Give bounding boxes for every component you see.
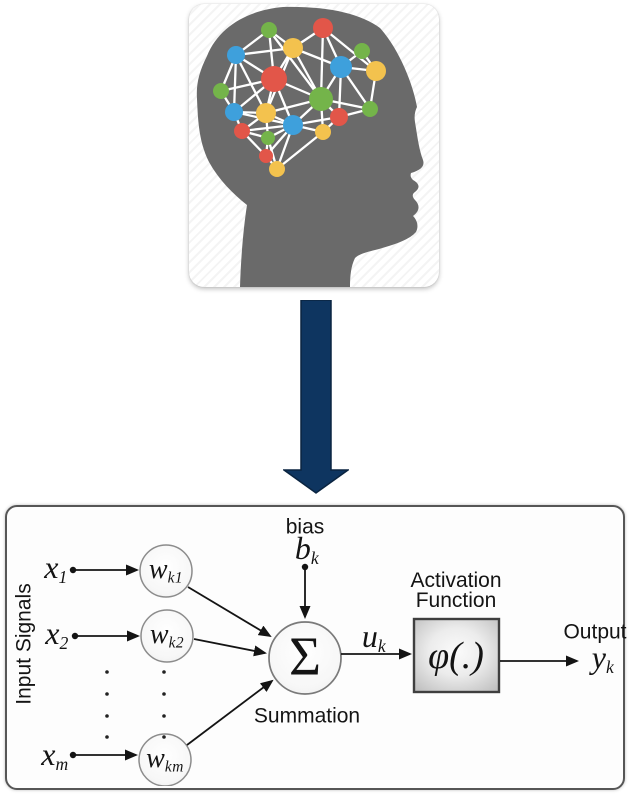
activation-function-box bbox=[412, 617, 501, 694]
weight-ellipsis-dots bbox=[162, 670, 166, 739]
network-node-17 bbox=[315, 124, 331, 140]
network-node-3 bbox=[227, 46, 245, 64]
network-node-1 bbox=[261, 22, 277, 38]
network-node-5 bbox=[354, 43, 370, 59]
network-node-7 bbox=[366, 61, 386, 81]
down-arrow-icon bbox=[283, 300, 349, 494]
signal-symbol-uk: uk bbox=[361, 618, 387, 657]
network-node-16 bbox=[283, 115, 303, 135]
connector-dot-xm bbox=[69, 751, 77, 759]
weight-node-m bbox=[138, 733, 192, 786]
input-ellipsis-dots bbox=[105, 670, 109, 739]
network-edge bbox=[321, 26, 378, 73]
brain-head-graphic bbox=[196, 6, 424, 287]
down-arrow-shape bbox=[283, 300, 349, 494]
input-signals-label: Input Signals bbox=[12, 583, 36, 705]
weight-symbol-1: wk1 bbox=[148, 554, 184, 587]
network-node-14 bbox=[330, 108, 348, 126]
weight2-to-sum-arrow bbox=[193, 638, 267, 657]
network-edge bbox=[232, 53, 238, 114]
network-node-18 bbox=[261, 131, 275, 145]
activation-symbol: φ(.) bbox=[428, 635, 484, 677]
network-edge bbox=[275, 130, 325, 171]
network-node-6 bbox=[330, 56, 352, 78]
network-node-4 bbox=[283, 38, 303, 58]
sum-symbol: Σ bbox=[288, 625, 322, 687]
weight1-to-sum-arrow bbox=[187, 586, 272, 638]
weight-symbol-m: wkm bbox=[146, 743, 184, 776]
network-nodes bbox=[213, 18, 386, 177]
input-symbol-2: x2 bbox=[45, 615, 69, 654]
network-node-20 bbox=[269, 161, 285, 177]
network-node-8 bbox=[261, 66, 287, 92]
weight-symbol-2: wk2 bbox=[149, 619, 185, 652]
input-symbol-1: x1 bbox=[44, 549, 68, 588]
neuron-diagram-graphic bbox=[69, 544, 579, 786]
input-symbol-m: xm bbox=[41, 736, 69, 775]
network-node-15 bbox=[234, 123, 250, 139]
activation-function-label: Activation Function bbox=[410, 569, 502, 612]
head-silhouette bbox=[196, 6, 424, 287]
network-node-9 bbox=[213, 83, 229, 99]
brain-head-icon bbox=[189, 4, 439, 287]
output-symbol: yk bbox=[591, 639, 615, 678]
bias-symbol: bk bbox=[294, 530, 320, 569]
connector-dot-bias bbox=[301, 563, 309, 571]
weight-node-2 bbox=[140, 609, 194, 663]
output-label: Output bbox=[563, 620, 627, 644]
network-node-11 bbox=[225, 103, 243, 121]
weightm-to-sum-arrow bbox=[186, 679, 274, 746]
connector-dot-x2 bbox=[71, 632, 79, 640]
bias-label: bias bbox=[285, 515, 325, 539]
network-node-13 bbox=[362, 101, 378, 117]
network-node-12 bbox=[256, 103, 276, 123]
summation-label: Summation bbox=[253, 704, 361, 728]
weight-node-1 bbox=[139, 544, 193, 598]
network-node-2 bbox=[313, 18, 333, 38]
connector-dot-x1 bbox=[69, 566, 77, 574]
neuron-diagram-panel: Input Signals bias bk x1 x2 xm wk1 wk2 w… bbox=[5, 505, 627, 790]
network-node-10 bbox=[309, 87, 333, 111]
summation-node bbox=[268, 621, 342, 695]
network-edge bbox=[267, 28, 323, 101]
network-node-19 bbox=[259, 149, 273, 163]
